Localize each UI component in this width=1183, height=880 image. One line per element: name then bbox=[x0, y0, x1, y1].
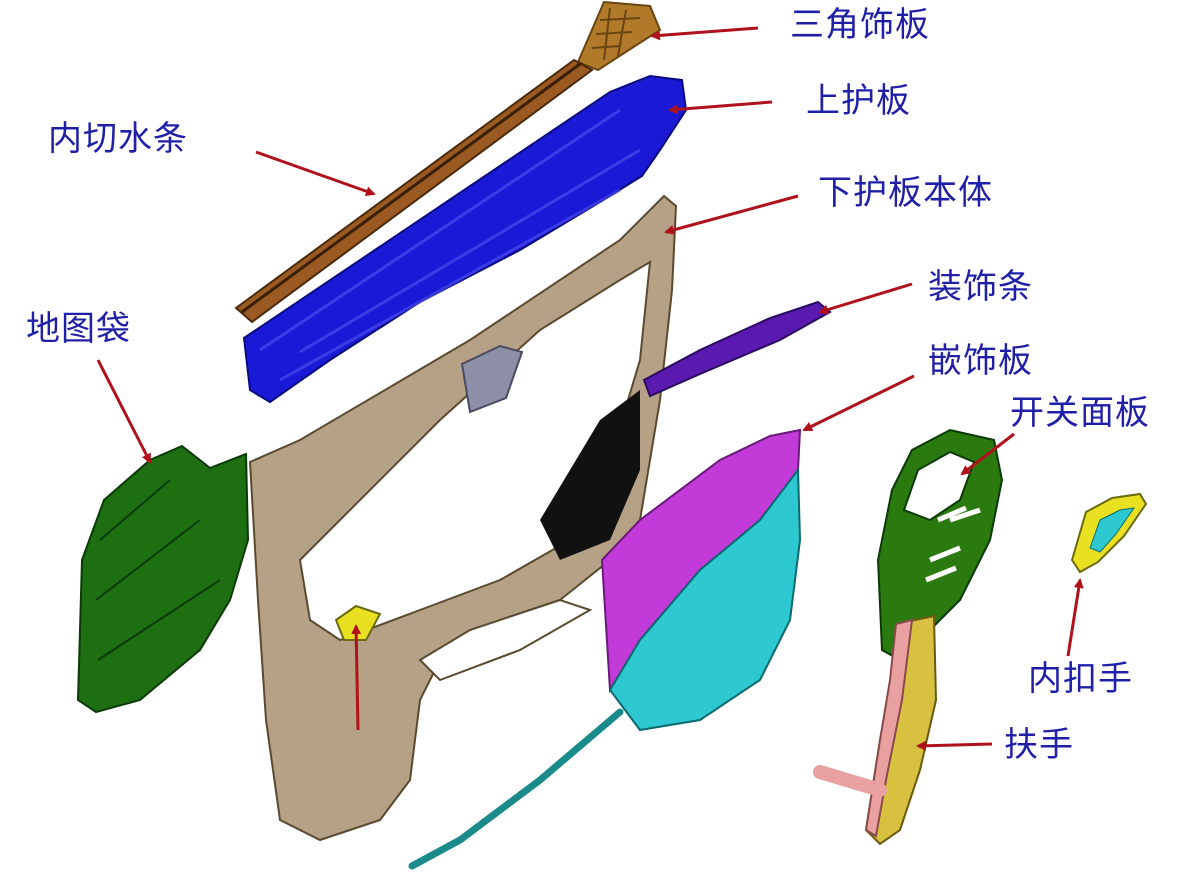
leader-arrows bbox=[96, 26, 1084, 751]
armrest-pipe bbox=[813, 765, 887, 797]
insert-panel-rod bbox=[408, 708, 624, 870]
inner-handle-inset bbox=[1089, 507, 1136, 553]
label-armrest: 扶手 bbox=[1004, 725, 1074, 765]
lower-hole bbox=[418, 598, 593, 682]
speaker-opening bbox=[540, 390, 640, 560]
inner-belt-groove bbox=[241, 62, 581, 314]
label-map-pocket: 地图袋 bbox=[26, 309, 131, 349]
switch-panel-opening bbox=[902, 450, 976, 522]
arrow-lower-panel-body bbox=[664, 194, 799, 235]
label-triangle-trim: 三角饰板 bbox=[790, 5, 930, 45]
label-inner-handle: 内扣手 bbox=[1028, 659, 1133, 699]
grey-bracket bbox=[460, 344, 524, 414]
decor-strip-part bbox=[642, 300, 832, 398]
triangle-trim-texture bbox=[591, 7, 641, 61]
arrow-decor-strip bbox=[818, 282, 913, 315]
label-upper-panel: 上护板 bbox=[806, 81, 911, 121]
map-pocket-ribs bbox=[95, 479, 221, 661]
switch-buttons bbox=[925, 505, 981, 583]
inner-belt-part bbox=[234, 58, 594, 324]
label-inner-belt: 内切水条 bbox=[48, 119, 188, 159]
insert-panel-cyan bbox=[608, 467, 802, 732]
arrow-inner-belt bbox=[255, 150, 376, 197]
arrow-inner-handle bbox=[1066, 578, 1084, 657]
arrow-map-pocket bbox=[96, 359, 152, 464]
label-decor-strip: 装饰条 bbox=[928, 267, 1033, 307]
yellow-clip bbox=[334, 604, 382, 641]
label-lower-panel-body: 下护板本体 bbox=[818, 173, 993, 213]
triangle-trim-part bbox=[576, 0, 662, 72]
arrow-upper-panel bbox=[668, 100, 773, 115]
arrow-lower-handle bbox=[351, 624, 362, 731]
arrow-insert-panel bbox=[802, 374, 915, 432]
upper-panel-highlight bbox=[259, 108, 641, 382]
arrow-triangle-trim bbox=[650, 26, 759, 41]
label-switch-panel: 开关面板 bbox=[1010, 393, 1150, 433]
arrow-armrest bbox=[916, 740, 993, 751]
label-insert-panel: 嵌饰板 bbox=[928, 341, 1033, 381]
arrow-switch-panel bbox=[960, 432, 1015, 476]
